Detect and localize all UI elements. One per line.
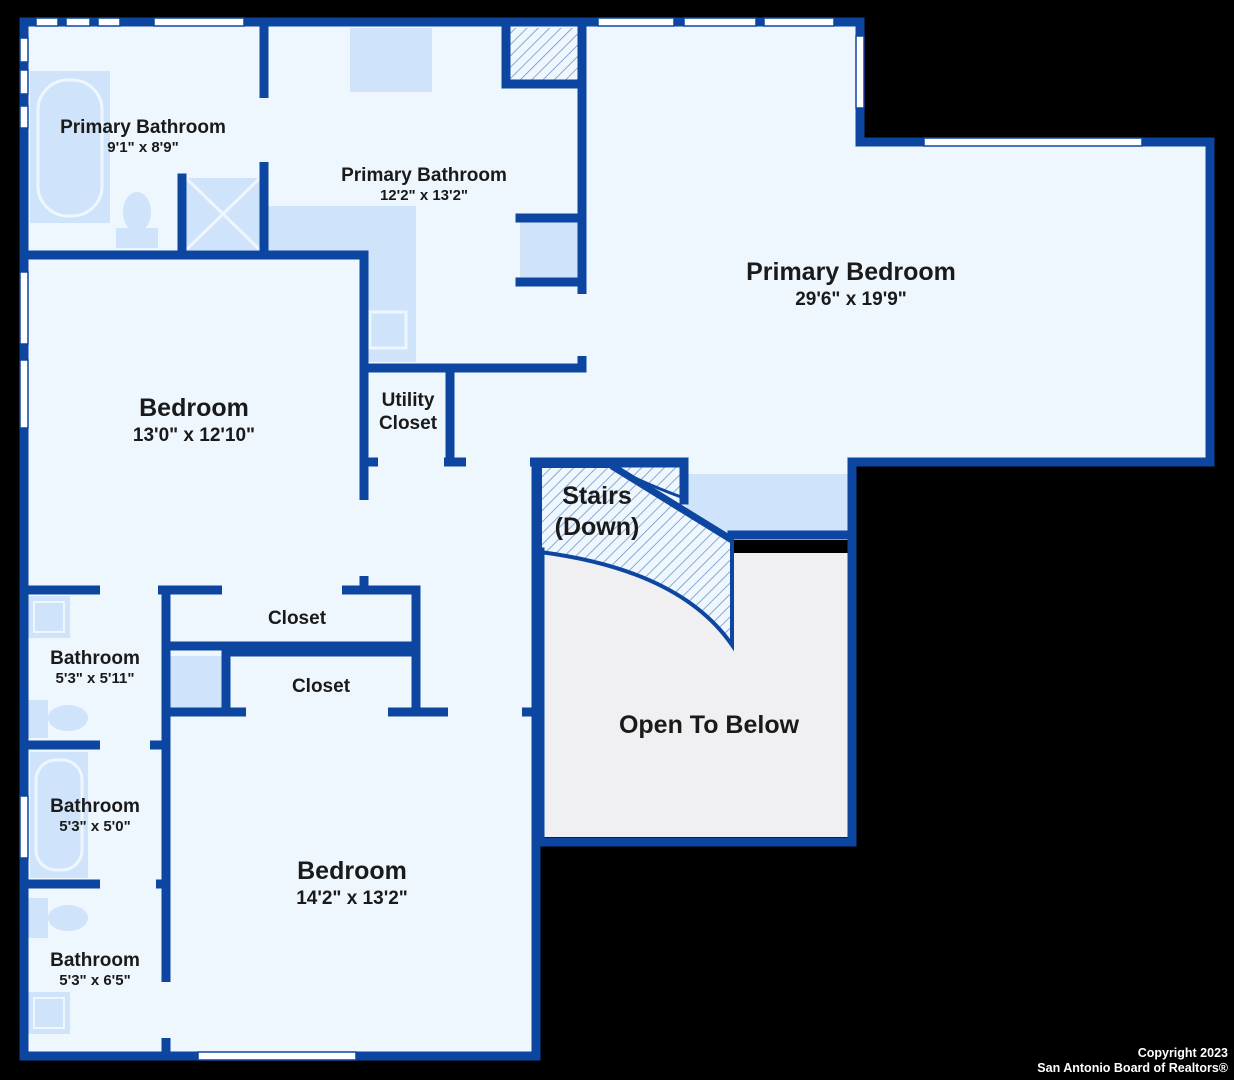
- stairs-line2: (Down): [555, 513, 640, 541]
- bedroom-1-dims: 13'0" x 12'10": [133, 425, 255, 446]
- toilet-icon: [48, 905, 88, 931]
- primary-bathroom-1-dims: 9'1" x 8'9": [107, 139, 178, 156]
- bathroom-2-name: Bathroom: [50, 796, 140, 817]
- toilet-icon: [123, 192, 151, 232]
- shelf-icon: [520, 222, 578, 278]
- utility-closet-line1: Utility: [382, 390, 435, 411]
- bathtub-icon: [30, 71, 110, 223]
- copyright-line-1: Copyright 2023: [1137, 1046, 1228, 1060]
- vanity-icon: [350, 28, 432, 92]
- windows: [19, 17, 1143, 1061]
- stairs-line1: Stairs: [562, 482, 631, 510]
- bedroom-2-dims: 14'2" x 13'2": [296, 888, 408, 909]
- bathroom-3-dims: 5'3" x 6'5": [59, 972, 130, 989]
- closet-2-name: Closet: [292, 676, 351, 697]
- bedroom-2-name: Bedroom: [297, 857, 407, 885]
- bathroom-2-dims: 5'3" x 5'0": [59, 818, 130, 835]
- primary-bedroom-dims: 29'6" x 19'9": [795, 289, 907, 310]
- bathtub-icon: [30, 752, 88, 878]
- fixtures: [28, 28, 852, 1034]
- room-labels: Primary Bathroom 9'1" x 8'9" Primary Bat…: [50, 117, 956, 989]
- primary-bathroom-1-name: Primary Bathroom: [60, 117, 226, 138]
- hatched-block: [510, 28, 580, 80]
- utility-closet-line2: Closet: [379, 413, 438, 434]
- toilet-icon: [48, 705, 88, 731]
- primary-bathroom-2-name: Primary Bathroom: [341, 165, 507, 186]
- bathroom-1-name: Bathroom: [50, 648, 140, 669]
- landing-area: [686, 474, 852, 532]
- bathroom-3-name: Bathroom: [50, 950, 140, 971]
- primary-bathroom-2-dims: 12'2" x 13'2": [380, 187, 468, 204]
- stairs: [538, 463, 734, 652]
- bathroom-1-dims: 5'3" x 5'11": [56, 670, 135, 687]
- primary-bedroom-name: Primary Bedroom: [746, 258, 956, 286]
- closet-1-name: Closet: [268, 608, 327, 629]
- bedroom-1-name: Bedroom: [139, 394, 249, 422]
- counter-icon: [164, 656, 222, 708]
- sink-icon: [368, 310, 408, 350]
- counter-icon: [268, 206, 416, 362]
- copyright-line-2: San Antonio Board of Realtors®: [1037, 1061, 1228, 1075]
- open-to-below-name: Open To Below: [619, 711, 800, 739]
- copyright-notice: Copyright 2023 San Antonio Board of Real…: [1037, 1046, 1228, 1076]
- door-openings: [100, 98, 587, 1038]
